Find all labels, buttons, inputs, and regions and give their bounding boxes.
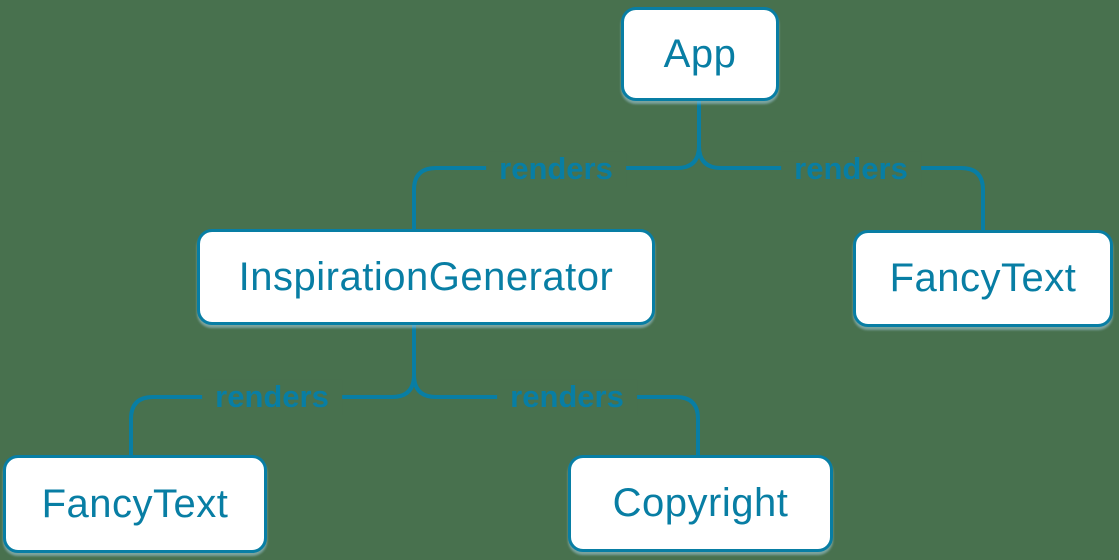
node-copyright-label: Copyright: [612, 481, 789, 525]
node-inspiration-generator-label: InspirationGenerator: [238, 254, 614, 299]
edge-label-inspirationgenerator-fancytext: renders: [202, 379, 342, 415]
node-inspiration-generator: InspirationGenerator: [197, 229, 655, 325]
edge-label-inspirationgenerator-copyright: renders: [497, 379, 637, 415]
node-copyright: Copyright: [568, 455, 833, 552]
node-fancy-text-bottom: FancyText: [3, 455, 267, 553]
node-app-label: App: [663, 31, 737, 76]
node-app: App: [621, 7, 779, 101]
node-fancy-text-bottom-label: FancyText: [41, 481, 229, 526]
node-fancy-text-top: FancyText: [853, 230, 1113, 327]
node-fancy-text-top-label: FancyText: [889, 256, 1077, 300]
edge-label-app-fancytext: renders: [781, 151, 921, 187]
edge-label-app-inspirationgenerator: renders: [486, 151, 626, 187]
